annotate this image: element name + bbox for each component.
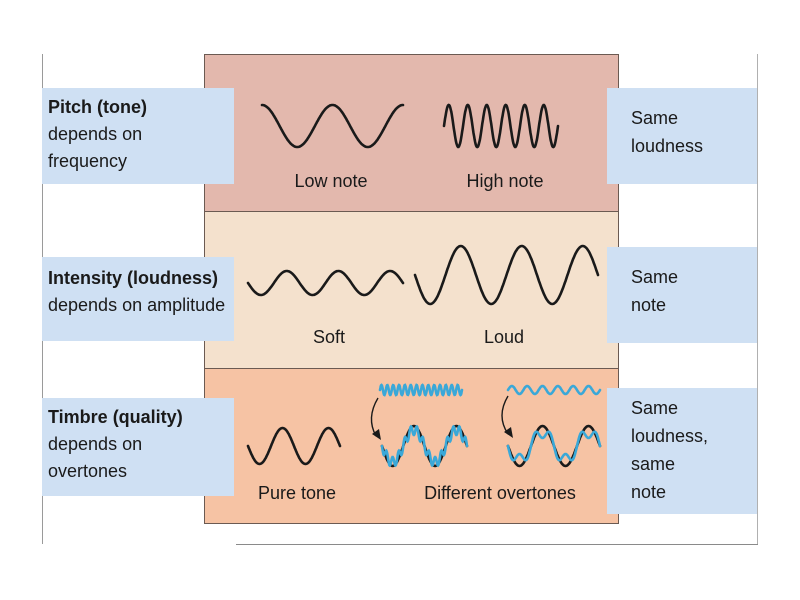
intensity-label-line: depends on amplitude (48, 295, 226, 315)
overtone-a-combined-wave (380, 424, 469, 468)
pitch-label-line: depends on (48, 124, 143, 144)
pitch-note-line: loudness (631, 136, 704, 156)
soft-wave (246, 269, 405, 297)
pitch-label-line: frequency (48, 151, 128, 171)
different-overtones-caption: Different overtones (424, 483, 576, 503)
high-note-caption: High note (466, 171, 544, 191)
overtone-b-wave (506, 384, 602, 396)
timbre-note-line: loudness, (631, 426, 709, 446)
intensity-note-line: Same (631, 267, 679, 287)
low-note-wave (260, 103, 405, 149)
arrowhead-icon (504, 427, 513, 438)
intensity-label-title: Intensity (loudness) (48, 268, 219, 288)
frame-bottom-edge (236, 544, 758, 545)
intensity-row-band (204, 211, 619, 369)
curved-arrow-icon (501, 395, 509, 435)
pitch-label-box: Pitch (tone) depends on frequency (42, 88, 234, 184)
intensity-note-box: Same note (607, 247, 757, 343)
pure-tone-wave (246, 426, 342, 466)
curved-arrow-icon (370, 397, 379, 437)
timbre-label-title: Timbre (quality) (48, 407, 183, 427)
timbre-note-box: Same loudness, same note (607, 388, 757, 514)
low-note-caption: Low note (294, 171, 368, 191)
timbre-label-line: depends on (48, 434, 143, 454)
loud-caption: Loud (483, 327, 525, 347)
overtone-b-combined-wave (506, 430, 602, 462)
pitch-label-title: Pitch (tone) (48, 97, 147, 117)
pitch-note-box: Same loudness (607, 88, 757, 184)
intensity-note-line: note (631, 295, 667, 315)
timbre-label-box: Timbre (quality) depends on overtones (42, 398, 234, 496)
arrowhead-icon (372, 429, 381, 440)
overtone-a-wave (378, 383, 464, 397)
loud-wave (413, 244, 600, 306)
soft-caption: Soft (312, 327, 346, 347)
pitch-note-line: Same (631, 108, 679, 128)
timbre-note-line: note (631, 482, 667, 502)
intensity-label-box: Intensity (loudness) depends on amplitud… (42, 257, 234, 341)
timbre-note-line: same (631, 454, 676, 474)
timbre-label-line: overtones (48, 461, 128, 481)
pure-tone-caption: Pure tone (257, 483, 337, 503)
high-note-wave (442, 103, 560, 149)
frame-right-edge (757, 54, 758, 544)
timbre-note-line: Same (631, 398, 679, 418)
